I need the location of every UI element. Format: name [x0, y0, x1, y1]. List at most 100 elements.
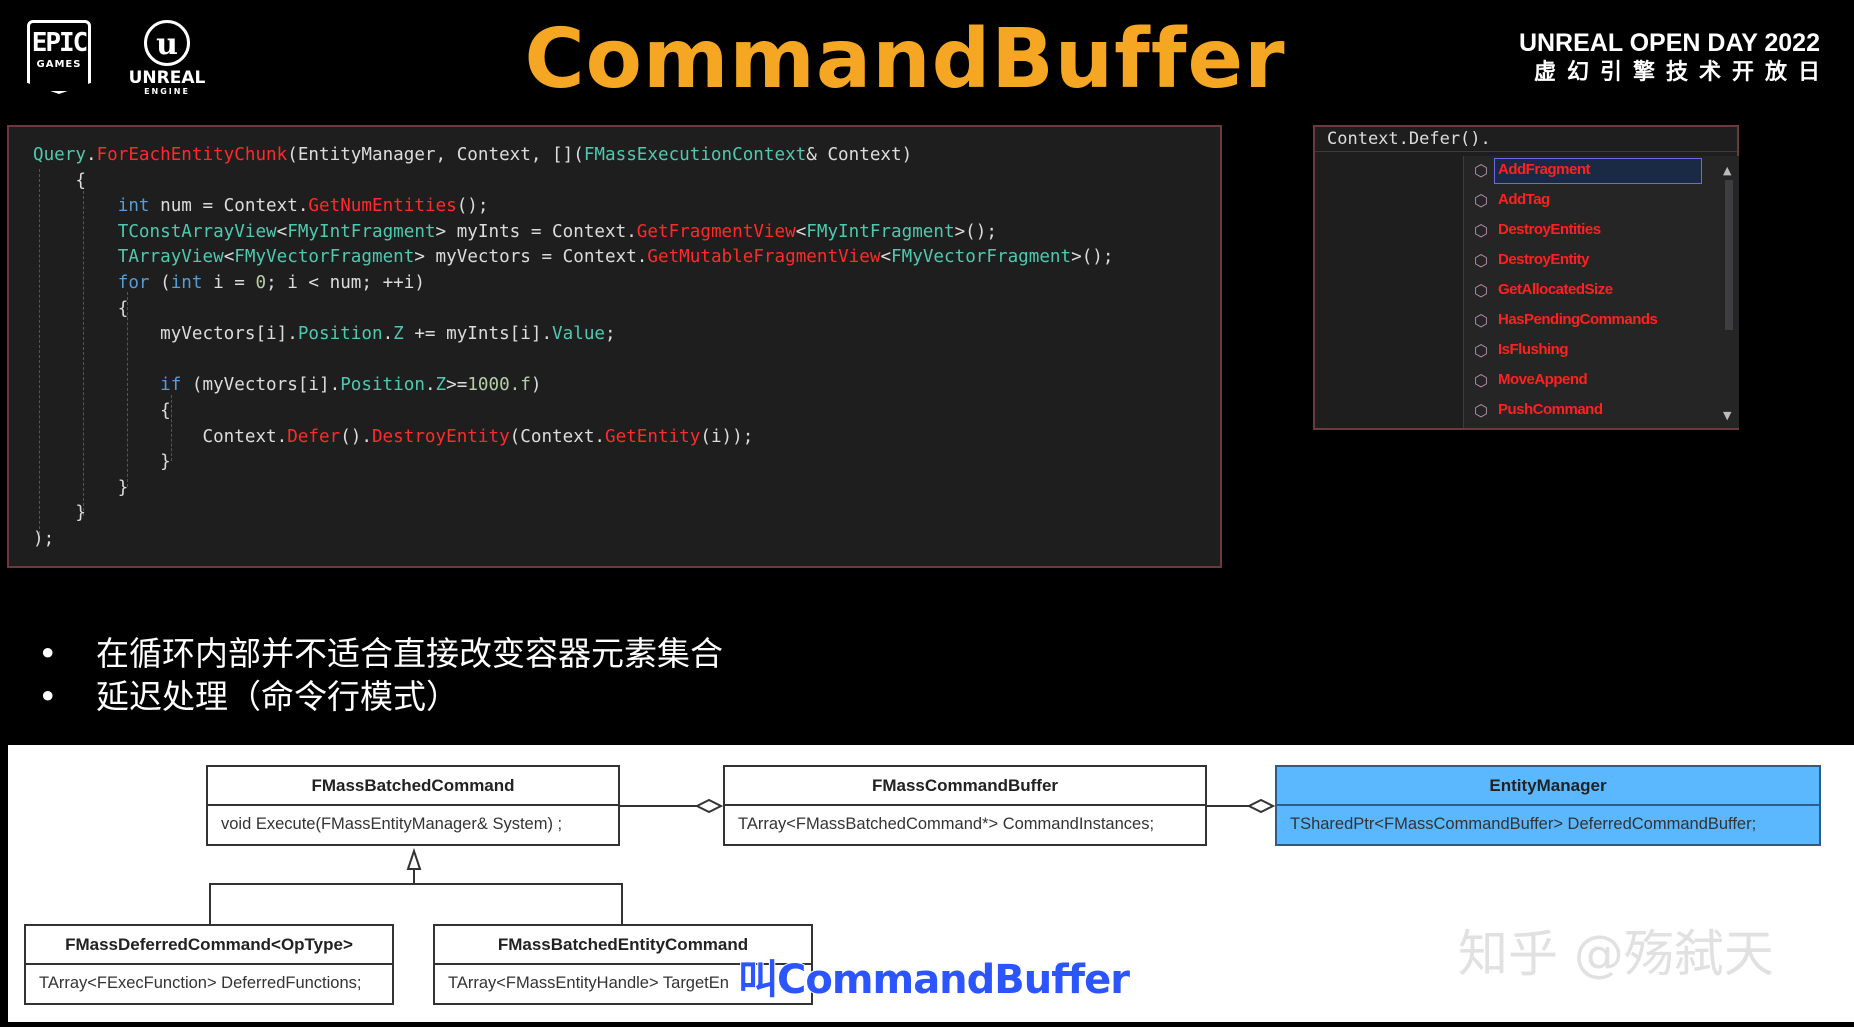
class-box-entity-manager: EntityManager TSharedPtr<FMassCommandBuf…	[1275, 765, 1821, 846]
code-token: Value	[552, 324, 606, 345]
unreal-logo-mark: u	[144, 20, 190, 66]
epic-logo-subtext: GAMES	[36, 59, 82, 70]
code-token: Defer	[287, 426, 341, 447]
code-token: ; i < num; ++i)	[266, 272, 425, 293]
class-member: TArray<FExecFunction> DeferredFunctions;	[39, 974, 362, 992]
scroll-down-icon[interactable]: ▼	[1723, 409, 1732, 422]
intellisense-item[interactable]: ⬡AddFragment	[1464, 156, 1739, 186]
code-token: ();	[456, 196, 489, 217]
code-token: >();	[1071, 247, 1114, 268]
method-cube-icon: ⬡	[1474, 311, 1488, 330]
code-line: {	[33, 401, 171, 421]
code-token	[33, 375, 160, 395]
code-token: i =	[202, 272, 256, 293]
event-title: UNREAL OPEN DAY 2022	[1518, 29, 1820, 57]
code-line: }	[33, 503, 86, 523]
scroll-up-icon[interactable]: ▲	[1723, 164, 1732, 177]
intellisense-item-label: GetAllocatedSize	[1498, 281, 1613, 298]
code-token: }	[33, 503, 86, 524]
code-token: FMyIntFragment	[287, 221, 436, 242]
code-token: (myVectors[i].	[181, 375, 341, 396]
bullet-item: • 延迟处理（命令行模式）	[38, 675, 723, 718]
intellisense-item-label: DestroyEntities	[1498, 221, 1601, 238]
zhihu-watermark: 知乎 @殇弑天	[1458, 925, 1774, 983]
code-token: }	[33, 452, 171, 473]
code-token: 0	[255, 272, 267, 293]
code-panel: Query.ForEachEntityChunk(EntityManager, …	[7, 125, 1222, 568]
code-token: FMyVectorFragment	[891, 247, 1072, 268]
code-token: Position	[340, 375, 425, 396]
code-token: FMyIntFragment	[806, 221, 955, 242]
code-token: ().	[340, 426, 372, 447]
intellisense-item[interactable]: ⬡ DestroyEntities	[1464, 216, 1739, 246]
code-token: for	[117, 272, 150, 293]
epic-games-logo: EPIC GAMES	[27, 20, 91, 94]
class-member: TArray<FMassBatchedCommand*> CommandInst…	[738, 815, 1155, 833]
intellisense-item[interactable]: ⬡GetAllocatedSize	[1464, 276, 1739, 306]
epic-logo-text: EPIC	[31, 28, 89, 58]
code-token: Query	[33, 145, 86, 165]
code-token: GetMutableFragmentView	[647, 247, 881, 268]
code-token: 1000.f	[467, 375, 531, 396]
code-line: );	[33, 529, 54, 549]
class-box-deferred-command: FMassDeferredCommand<OpType> TArray<FExe…	[24, 924, 394, 1005]
code-line: }	[33, 452, 171, 472]
class-box-batched-entity-command: FMassBatchedEntityCommand TArray<FMassEn…	[433, 924, 813, 1005]
code-token: Context.	[33, 426, 288, 447]
slide-title: CommandBuffer	[524, 12, 1286, 107]
intellisense-item[interactable]: ⬡AddTag	[1464, 186, 1739, 216]
code-token: Z	[393, 324, 404, 345]
code-token: {	[33, 400, 171, 421]
intellisense-item[interactable]: ⬡MoveAppend	[1464, 366, 1739, 396]
code-token: <	[223, 247, 235, 268]
class-name: FMassBatchedCommand	[208, 767, 618, 806]
unreal-engine-logo: u UNREAL ENGINE	[118, 20, 216, 96]
code-line: myVectors[i].Position.Z += myInts[i].Val…	[33, 324, 616, 344]
intellisense-item-label: PushCommand	[1498, 401, 1603, 418]
intellisense-input[interactable]: Context.Defer().	[1315, 127, 1737, 152]
code-token: > myInts = Context.	[435, 221, 637, 242]
intellisense-item[interactable]: ⬡HasPendingCommands	[1464, 306, 1739, 336]
class-member: void Execute(FMassEntityManager& System)…	[221, 815, 563, 833]
scroll-thumb[interactable]	[1725, 180, 1733, 330]
code-token: (Context.	[509, 426, 606, 447]
intellisense-popup: Context.Defer(). ⬡AddFragment⬡AddTag⬡Des…	[1313, 125, 1739, 430]
code-token: );	[33, 528, 55, 549]
code-token: (i));	[700, 426, 754, 447]
code-token: {	[33, 170, 86, 191]
class-name: EntityManager	[1277, 767, 1819, 806]
code-token: myVectors[i].	[33, 324, 298, 345]
aggregation-diamond-icon	[694, 798, 724, 814]
code-token	[33, 273, 118, 293]
code-block[interactable]: Query.ForEachEntityChunk(EntityManager, …	[33, 143, 1114, 553]
intellisense-scrollbar[interactable]: ▲ ▼	[1719, 156, 1739, 428]
intellisense-item[interactable]: ⬡DestroyEntity	[1464, 246, 1739, 276]
indent-guide	[39, 169, 40, 539]
code-token: {	[33, 298, 129, 319]
code-line: TArrayView<FMyVectorFragment> myVectors …	[33, 247, 1114, 267]
video-subtitle: 叫CommandBuffer	[737, 956, 1131, 1004]
indent-guide	[171, 395, 172, 461]
intellisense-item-label: AddTag	[1498, 191, 1550, 208]
code-token: >();	[954, 221, 997, 242]
method-cube-icon: ⬡	[1474, 341, 1488, 360]
class-name: FMassBatchedEntityCommand	[435, 926, 811, 965]
code-token: (	[149, 272, 171, 293]
code-token: int	[117, 196, 150, 217]
intellisense-item[interactable]: ⬡PushCommand	[1464, 396, 1739, 426]
aggregation-diamond-icon	[1246, 798, 1276, 814]
code-token: .	[85, 145, 97, 165]
unreal-logo-sub: ENGINE	[144, 87, 190, 96]
method-cube-icon: ⬡	[1474, 221, 1488, 240]
code-token: num = Context.	[149, 196, 309, 217]
code-token: ForEachEntityChunk	[96, 145, 288, 165]
code-token: TConstArrayView	[117, 221, 277, 242]
bullet-item: • 在循环内部并不适合直接改变容器元素集合	[38, 632, 723, 675]
code-token: .	[424, 375, 436, 396]
inheritance-arrow-icon	[406, 847, 422, 870]
intellisense-item-label: AddFragment	[1498, 161, 1591, 178]
code-token: GetNumEntities	[308, 196, 457, 217]
uml-connectors	[209, 798, 1276, 924]
intellisense-list[interactable]: ⬡AddFragment⬡AddTag⬡DestroyEntities⬡Dest…	[1463, 156, 1739, 428]
intellisense-item[interactable]: ⬡IsFlushing	[1464, 336, 1739, 366]
